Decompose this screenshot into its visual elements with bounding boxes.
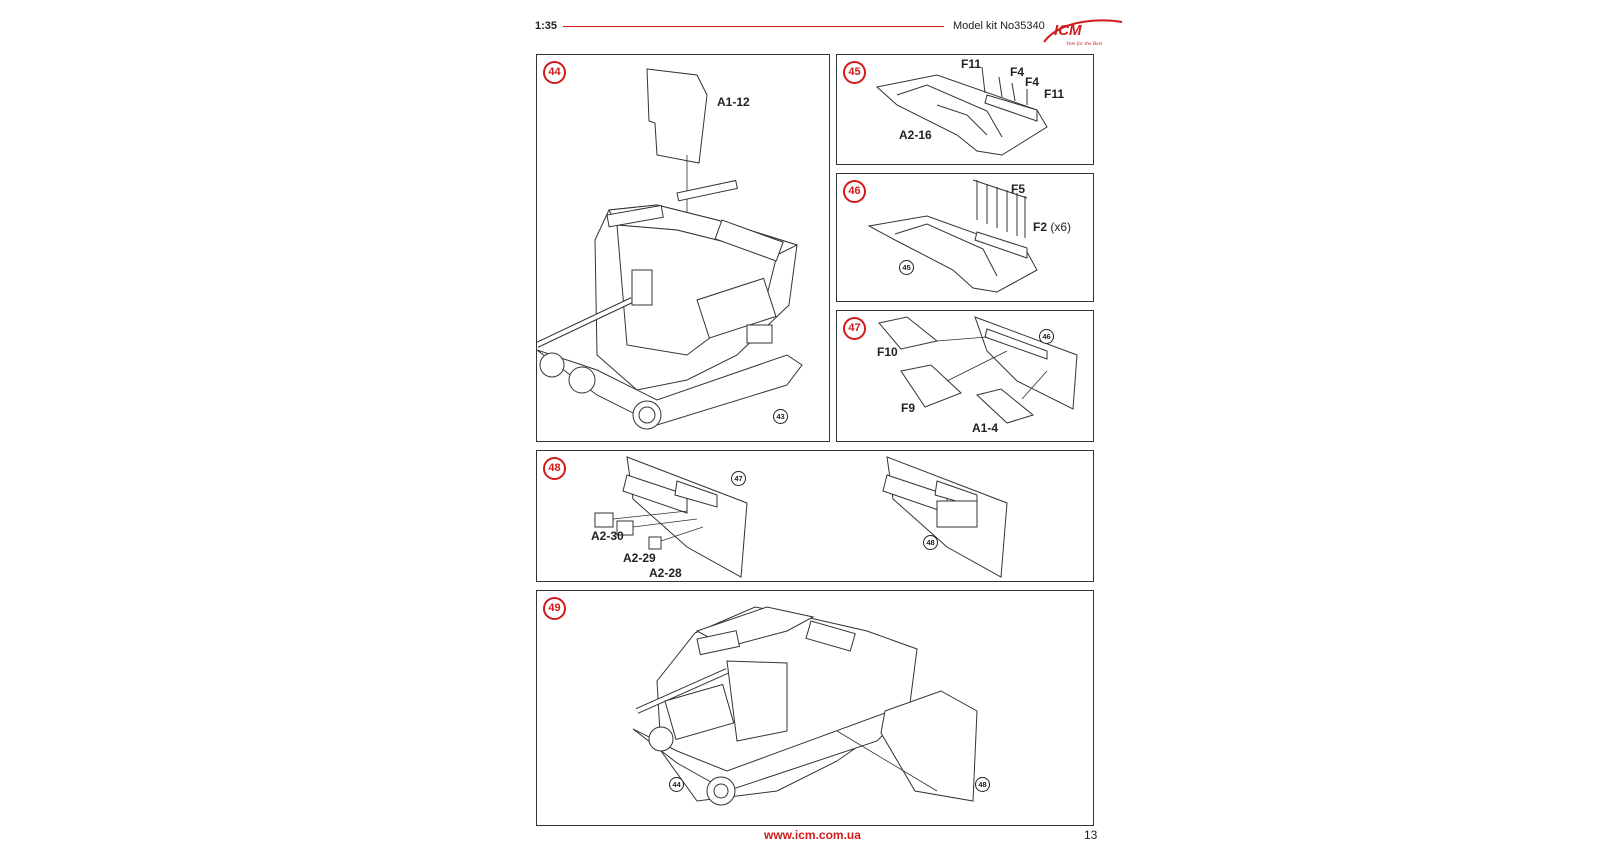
step-number: 45 [843,61,866,84]
step-number: 48 [543,457,566,480]
reference-step-badge: 45 [899,260,914,275]
page-number: 13 [1084,828,1098,842]
part-label: F10 [877,345,898,359]
reference-step-badge: 48 [923,535,938,550]
reference-step-badge: 43 [773,409,788,424]
part-code: F2 [1033,220,1048,234]
scale-label: 1:35 [535,20,558,32]
step-46-drawing [867,179,1038,293]
part-label: F4 [1010,65,1025,79]
kit-number: Model kit No35340 [953,20,1045,32]
part-label: A2-30 [591,529,624,543]
part-label: A1-4 [972,421,999,435]
header-rule [563,26,944,27]
step-49-drawing [632,606,978,806]
step-number: 49 [543,597,566,620]
step-46-panel: 46 F5 F2 (x6) 45 [836,173,1094,302]
step-44-panel: 44 A1-12 43 [536,54,830,442]
reference-step-badge: 47 [731,471,746,486]
step-48-drawing [594,456,1008,578]
step-48-panel: 48 A2-30 A2-29 A2-28 47 48 [536,450,1094,582]
part-quantity: (x6) [1050,220,1072,234]
step-number: 46 [843,180,866,203]
part-label: A2-28 [649,566,682,580]
reference-step-badge: 44 [669,777,684,792]
icm-logo: ICM Vote for the Best [1042,16,1124,48]
logo-tagline: Vote for the Best [1066,40,1103,47]
step-number: 47 [843,317,866,340]
step-47-panel: 47 F10 F9 A1-4 46 [836,310,1094,442]
part-label: A2-16 [899,128,932,142]
step-47-drawing [878,316,1078,424]
part-label: F9 [901,401,916,415]
step-44-drawing [537,68,803,430]
step-45-panel: 45 F11 F4 F4 F11 A2-16 [836,54,1094,165]
part-label: F2 (x6) [1033,220,1071,234]
step-49-panel: 49 44 48 [536,590,1094,826]
icm-logo-icon: ICM Vote for the Best [1043,19,1123,47]
part-label: A1-12 [717,95,750,109]
logo-text: ICM [1054,22,1082,39]
part-label: F11 [961,57,982,71]
reference-step-badge: 46 [1039,329,1054,344]
reference-step-badge: 48 [975,777,990,792]
step-number: 44 [543,61,566,84]
part-label: F5 [1011,182,1026,196]
part-label: A2-29 [623,551,656,565]
website-link[interactable]: www.icm.com.ua [764,828,861,842]
part-label: F4 [1025,75,1040,89]
step-45-drawing [875,66,1048,156]
part-label: F11 [1044,87,1065,101]
